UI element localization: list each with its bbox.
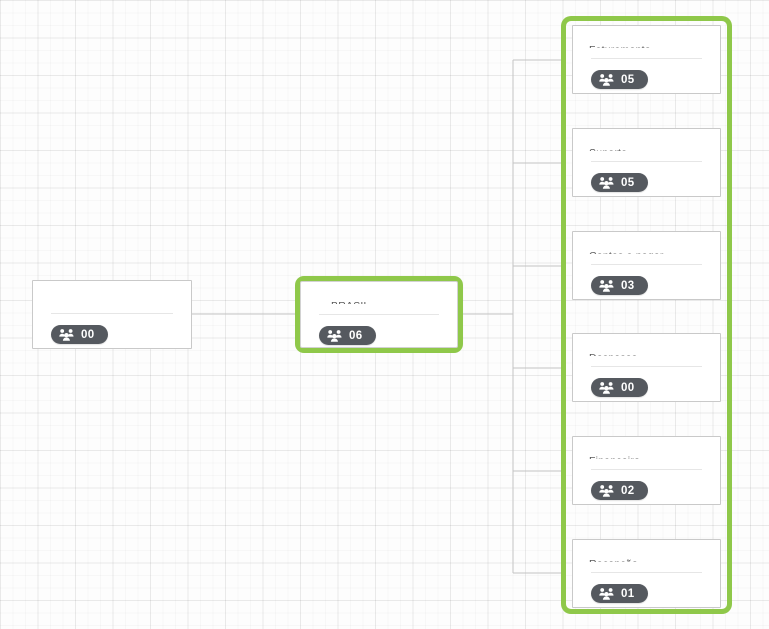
people-group-icon (599, 587, 614, 600)
node-faturamento-count: 05 (621, 73, 635, 86)
node-recep-o-count: 01 (621, 587, 635, 600)
node-financeiro-divider (591, 469, 702, 470)
node-recep-o-divider (591, 572, 702, 573)
people-group-icon (59, 328, 74, 341)
node-financeiro[interactable]: Financeiro 02 (572, 436, 721, 505)
node-root-divider (51, 313, 173, 314)
node-brasil[interactable]: BRASIL 06 (295, 276, 463, 353)
node-suporte[interactable]: Suporte 05 (572, 128, 721, 197)
people-group-icon (599, 73, 614, 86)
node-recep-o-title: Recepção (573, 540, 720, 562)
people-group-icon (599, 279, 614, 292)
node-suporte-title: Suporte (573, 129, 720, 151)
node-root[interactable]: 00 (32, 280, 192, 349)
node-brasil-title: BRASIL (301, 282, 457, 304)
node-recep-o[interactable]: Recepção 01 (572, 539, 721, 608)
node-root-count: 00 (81, 328, 95, 341)
node-despesas-title: Despesas (573, 334, 720, 356)
people-group-icon (599, 176, 614, 189)
node-contas-a-pagar-count: 03 (621, 279, 635, 292)
node-suporte-member-badge[interactable]: 05 (591, 173, 648, 192)
node-brasil-divider (319, 314, 439, 315)
node-contas-a-pagar-member-badge[interactable]: 03 (591, 276, 648, 295)
node-brasil-inner: BRASIL 06 (300, 281, 458, 348)
node-suporte-count: 05 (621, 176, 635, 189)
node-financeiro-member-badge[interactable]: 02 (591, 481, 648, 500)
node-brasil-member-badge[interactable]: 06 (319, 326, 376, 345)
node-despesas[interactable]: Despesas 00 (572, 333, 721, 402)
node-financeiro-title: Financeiro (573, 437, 720, 459)
node-faturamento-member-badge[interactable]: 05 (591, 70, 648, 89)
node-contas-a-pagar[interactable]: Contas a pagar 03 (572, 231, 721, 300)
node-root-member-badge[interactable]: 00 (51, 325, 108, 344)
node-despesas-count: 00 (621, 381, 635, 394)
department-group-highlight[interactable]: Faturamento05Suporte05Contas a pagar03De… (561, 16, 732, 614)
node-faturamento-title: Faturamento (573, 26, 720, 48)
node-contas-a-pagar-divider (591, 264, 702, 265)
node-faturamento[interactable]: Faturamento 05 (572, 25, 721, 94)
people-group-icon (327, 329, 342, 342)
node-faturamento-divider (591, 58, 702, 59)
node-brasil-count: 06 (349, 329, 363, 342)
node-financeiro-count: 02 (621, 484, 635, 497)
node-suporte-divider (591, 161, 702, 162)
node-despesas-member-badge[interactable]: 00 (591, 378, 648, 397)
people-group-icon (599, 484, 614, 497)
people-group-icon (599, 381, 614, 394)
node-despesas-divider (591, 366, 702, 367)
node-contas-a-pagar-title: Contas a pagar (573, 232, 720, 254)
node-root-title (33, 281, 191, 303)
node-recep-o-member-badge[interactable]: 01 (591, 584, 648, 603)
